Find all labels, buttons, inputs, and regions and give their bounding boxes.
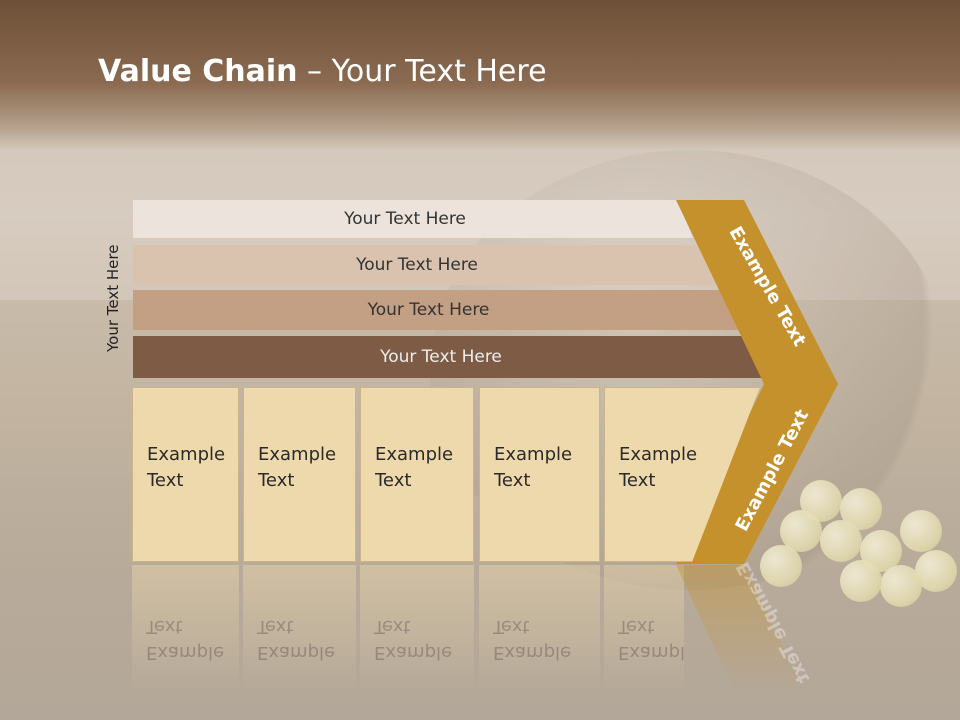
column-4-line1: Example	[494, 444, 573, 465]
column-3-line1: Example	[375, 444, 454, 465]
bar-1: Your Text Here	[133, 200, 693, 238]
column-5-reflection: Example Text	[604, 565, 684, 695]
grapes-image	[760, 480, 960, 620]
reflection-4-line1: Example	[493, 642, 572, 663]
bar-4-label: Your Text Here	[380, 347, 502, 367]
column-2-reflection: Example Text	[243, 565, 356, 695]
bar-2: Your Text Here	[133, 245, 717, 285]
column-1-reflection: Example Text	[132, 565, 239, 695]
reflection-1-line2: Text	[146, 616, 183, 637]
title-rest: – Your Text Here	[297, 54, 547, 89]
reflection-4-line2: Text	[493, 616, 530, 637]
bar-3-label: Your Text Here	[367, 300, 490, 320]
column-5-line2: Text	[619, 470, 656, 491]
reflection-2-line2: Text	[257, 616, 294, 637]
column-4-line2: Text	[494, 470, 531, 491]
bar-2-label: Your Text Here	[356, 255, 478, 275]
column-3-line2: Text	[375, 470, 412, 491]
column-1-line1: Example	[147, 444, 226, 465]
title-band	[0, 0, 960, 150]
column-2-line1: Example	[258, 444, 337, 465]
side-label: Your Text Here	[104, 244, 122, 352]
bar-1-label: Your Text Here	[344, 209, 466, 229]
reflection-5-line2: Text	[618, 616, 655, 637]
title-bold: Value Chain	[98, 54, 298, 89]
reflection-3-line2: Text	[374, 616, 411, 637]
column-3-reflection: Example Text	[360, 565, 474, 695]
reflection-5-line1: Example	[618, 642, 684, 663]
column-1-line2: Text	[147, 470, 184, 491]
reflection-3-line1: Example	[374, 642, 453, 663]
column-5-line1: Example	[619, 444, 698, 465]
reflection-2-line1: Example	[257, 642, 336, 663]
bar-3: Your Text Here	[133, 290, 740, 330]
slide-title: Value Chain – Your Text Here	[98, 54, 547, 89]
column-4-reflection: Example Text	[479, 565, 600, 695]
bar-4: Your Text Here	[133, 336, 765, 378]
column-2-line2: Text	[258, 470, 295, 491]
reflection-1-line1: Example	[146, 642, 225, 663]
